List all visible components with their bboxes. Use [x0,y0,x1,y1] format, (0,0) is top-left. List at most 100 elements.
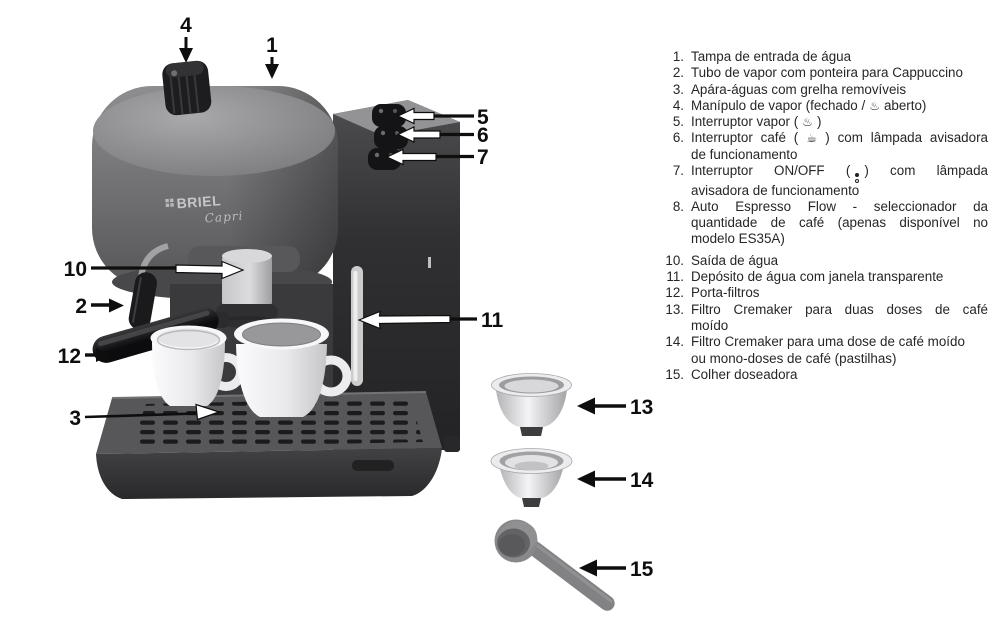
item-text-line2: quantidade de café (apenas disponível no [691,215,988,231]
coffee-cup-icon: ☕ [802,131,822,146]
list-item-1: 1. Tampa de entrada de água [662,49,988,65]
callout-11: 11 [357,309,504,332]
item-text-pre: Interruptor ON/OFF ( [691,163,851,179]
list-item-5: 5. Interruptor vapor (♨) [662,114,988,130]
callout-14: 14 [577,469,654,492]
list-item-3: 3. Apára-águas com grelha removíveis [662,82,988,98]
item-text-line2: moído [691,317,729,333]
callout-3: 3 [69,403,221,430]
item-number: 12. [665,285,684,301]
item-text-line2: avisadora de funcionamento [691,182,860,198]
item-number: 10. [665,252,684,268]
item-number: 2. [672,65,684,81]
item-text-pre: Manípulo de vapor (fechado / [691,97,866,113]
callout-15: 15 [579,558,654,581]
on-off-icon [855,173,860,183]
water-entry-lid [93,86,335,176]
rear-foot [444,436,460,452]
svg-text:4: 4 [180,14,192,37]
callout-7: 7 [385,146,489,169]
brand-name: BRIEL [176,192,222,211]
cup-right [234,318,352,417]
item-text-line1: Auto Espresso Flow - seleccionador da [691,198,988,214]
callout-10: 10 [64,258,245,281]
filter-basket-one-dose [490,448,573,507]
parts-list: 1. Tampa de entrada de água 2. Tubo de v… [662,49,988,383]
callout-2: 2 [75,295,124,318]
steam-icon: ♨ [869,98,880,113]
item-number: 4. [672,97,684,113]
item-text-pre: Interruptor vapor ( [691,114,799,130]
item-text: Filtro Cremaker para uma dose de café mo… [691,334,988,367]
coffee-switch [374,126,408,149]
item-text: Apára-águas com grelha removíveis [691,81,907,97]
brand-logo: BRIEL Capri [165,192,244,225]
power-switches [368,104,408,170]
item-text: Tubo de vapor com ponteira para Cappucci… [691,65,963,81]
item-text: Porta-filtros [691,285,760,301]
callout-13: 13 [577,396,653,419]
briel-logo-mark [165,198,174,208]
svg-text:6: 6 [477,124,489,147]
item-text: Tampa de entrada de água [691,49,852,64]
item-number: 7. [672,163,684,179]
list-item-11: 11. Depósito de água com janela transpar… [662,269,988,285]
item-number: 14. [665,334,684,350]
item-text: Auto Espresso Flow - seleccionador da qu… [691,199,988,248]
item-number: 13. [665,301,684,317]
svg-text:1: 1 [266,34,278,57]
list-item-2: 2. Tubo de vapor com ponteira para Cappu… [662,65,988,81]
callout-1: 1 [265,34,279,79]
espresso-cups [150,318,352,417]
item-text: Depósito de água com janela transparente [691,269,944,285]
item-text-line2: ou mono-doses de café (pastilhas) [691,350,897,366]
steam-knob [162,60,212,116]
drip-tray [96,391,460,499]
svg-text:12: 12 [58,345,81,368]
svg-text:3: 3 [69,407,81,430]
item-text-post: ) com lâmpada [864,163,988,179]
list-item-12: 12. Porta-filtros [662,285,988,301]
svg-text:7: 7 [477,146,489,169]
svg-text:10: 10 [64,258,87,281]
svg-text:15: 15 [630,558,654,581]
item-number: 6. [672,130,684,146]
list-item-13: 13. Filtro Cremaker para duas doses de c… [662,302,988,335]
item-text-line1: Filtro Cremaker para duas doses de café [691,301,988,317]
list-item-14: 14. Filtro Cremaker para uma dose de caf… [662,334,988,367]
item-text-post: ) com lâmpada avisadora [825,130,988,146]
item-text: Saída de água [691,252,779,268]
item-number: 5. [672,114,684,130]
item-text-line2: de funcionamento [691,146,798,162]
item-text-pre: Interruptor café ( [691,130,799,146]
item-text: Manípulo de vapor (fechado /♨aberto) [691,98,988,114]
item-number: 1. [672,49,684,64]
item-text-post: aberto) [883,97,927,113]
item-text: Colher doseadora [691,366,798,382]
list-item-4: 4. Manípulo de vapor (fechado /♨aberto) [662,98,988,114]
item-number: 11. [666,269,684,285]
item-text: Interruptor café (☕) com lâmpada avisado… [691,130,988,163]
item-number: 3. [672,81,684,97]
svg-text:2: 2 [75,295,87,318]
machine-illustration: BRIEL Capri [92,60,460,499]
item-text-post: ) [816,114,822,130]
callout-5: 5 [396,106,489,129]
item-text: Filtro Cremaker para duas doses de café … [691,302,988,335]
measuring-spoon [494,519,615,611]
list-item-8: 8. Auto Espresso Flow - seleccionador da… [662,199,988,248]
list-item-15: 15. Colher doseadora [662,367,988,383]
callouts: 4 1 5 6 7 [58,14,654,581]
accessories [490,373,615,611]
filter-basket-two-dose [491,373,572,436]
svg-text:5: 5 [477,106,489,129]
item-text-line1: Filtro Cremaker para uma dose de café mo… [691,334,965,350]
coffee-surface [242,322,321,347]
list-item-6: 6. Interruptor café (☕) com lâmpada avis… [662,130,988,163]
callout-12: 12 [58,345,111,368]
svg-text:11: 11 [481,309,504,332]
callout-6: 6 [396,124,489,147]
svg-text:13: 13 [630,396,653,419]
list-item-10: 10. Saída de água [662,253,988,269]
water-level-window [351,266,363,386]
